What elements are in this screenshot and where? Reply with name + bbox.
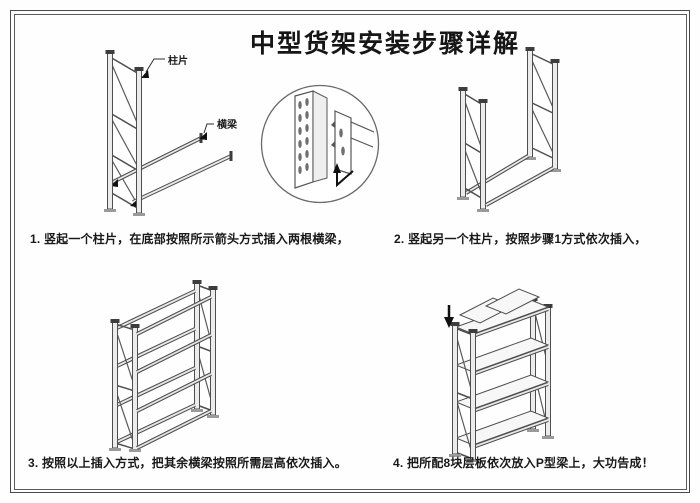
beam (130, 151, 233, 207)
insert-direction-arrow-icon (333, 163, 354, 188)
upright-frame (191, 280, 219, 418)
step4-illustration (444, 288, 554, 462)
step1-illustration: 柱片 横梁 (104, 50, 238, 216)
frame-posts (104, 50, 145, 216)
beam-label: 横梁 (217, 118, 238, 131)
beam-callout: 横梁 (199, 118, 238, 140)
beam (464, 154, 530, 195)
beam (485, 166, 554, 207)
column-panel-callout: 柱片 (141, 54, 188, 78)
hook-connection-detail-inset (260, 84, 380, 204)
front-beams (136, 295, 212, 450)
step4-caption: 4. 把所配8块层板依次放入P型梁上，大功告成！ (393, 456, 654, 470)
column-panel-label: 柱片 (168, 54, 188, 67)
upright-frame (109, 56, 140, 210)
back-beams (116, 289, 196, 444)
step1-caption: 1. 竖起一个柱片，在底部按照所示箭头方式插入两根横梁， (30, 232, 349, 246)
down-arrow-icon (444, 305, 454, 328)
upright-frame (457, 87, 489, 212)
step2-illustration (457, 47, 561, 212)
shelf-levels (454, 299, 550, 449)
step3-caption: 3. 按照以上插入方式，把其余横梁按照所需层高依次插入。 (28, 456, 347, 470)
drop-in-shelf-panels (458, 288, 541, 324)
upright-frame (109, 319, 141, 452)
upright-frame (524, 47, 561, 172)
page-title: 中型货架安装步骤详解 (249, 31, 520, 58)
upright-frame (449, 322, 479, 462)
beam-connector-plate-detail (331, 110, 375, 175)
step3-illustration (109, 280, 219, 452)
step2-caption: 2. 竖起另一个柱片，按照步骤1方式依次插入， (394, 232, 647, 246)
inner-border (13, 13, 687, 490)
slotted-post-detail (294, 90, 328, 189)
outer-border (10, 10, 690, 493)
